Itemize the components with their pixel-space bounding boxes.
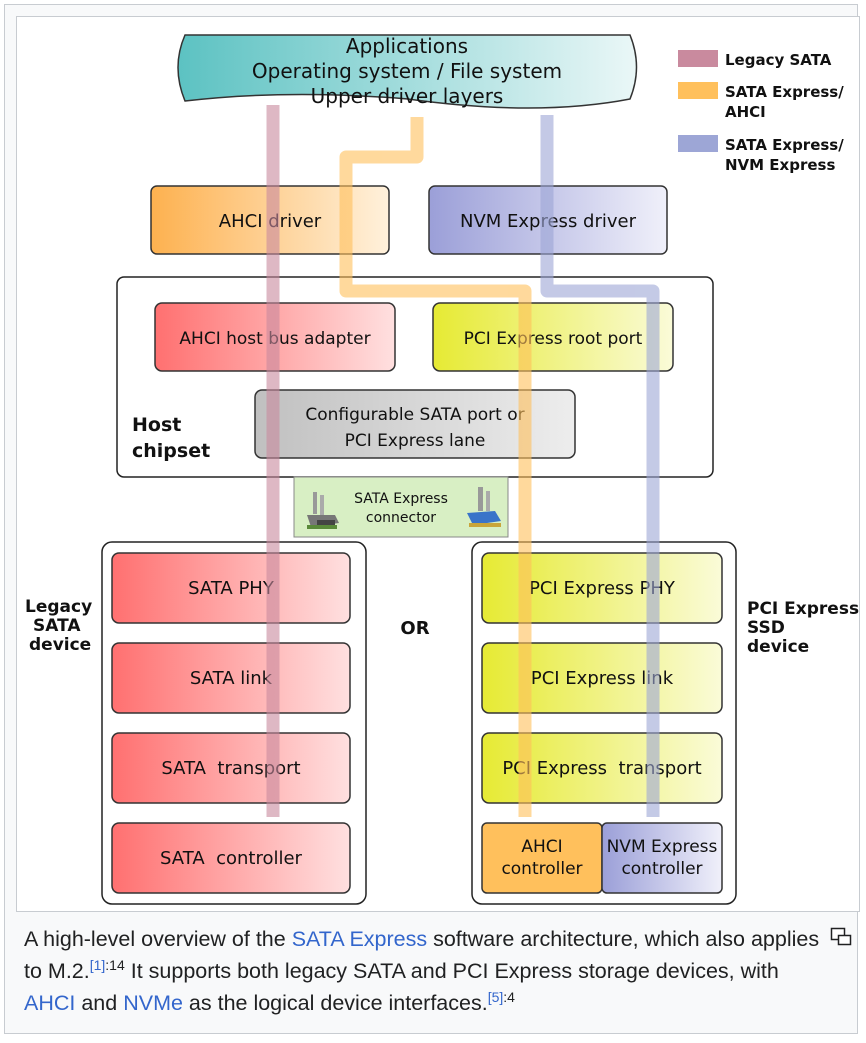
applications-box: Applications Operating system / File sys… (177, 34, 638, 109)
legend-swatch-ahci (678, 82, 718, 99)
ahci-controller-label-2: controller (501, 859, 582, 879)
applications-text: Applications (346, 34, 468, 58)
connector-label-2: connector (366, 510, 436, 526)
ref-5-link[interactable]: [5] (487, 988, 504, 1005)
link-ahci[interactable]: AHCI (24, 991, 76, 1015)
legacy-label-1: Legacy (25, 597, 92, 617)
link-sata-express[interactable]: SATA Express (291, 927, 428, 951)
os-text: Operating system / File system (252, 59, 562, 83)
config-port-label-2: PCI Express lane (345, 431, 486, 451)
pcie-ssd-device: PCI Express SSD device PCI Express PHY P… (471, 541, 859, 905)
pcie-label-2: SSD (747, 618, 785, 638)
caption-text-4: and (75, 991, 124, 1015)
nvme-controller-box (601, 822, 723, 894)
caption-text-5: as the logical device interfaces. (182, 991, 488, 1015)
legend-label-ahci-2: AHCI (725, 103, 766, 121)
link-nvme[interactable]: NVMe (123, 991, 183, 1015)
pcie-label-1: PCI Express (747, 599, 859, 619)
legacy-label-3: device (29, 635, 91, 655)
sata-controller-box (111, 822, 351, 894)
pcie-phy-box (481, 552, 723, 624)
config-port-box (254, 389, 576, 459)
caption-text-2: software architecture, which also applie… (24, 927, 820, 983)
legend: Legacy SATA SATA Express/ AHCI SATA Expr… (678, 50, 844, 174)
nvme-path (540, 115, 660, 817)
figure-caption: A high-level overview of the SATA Expres… (24, 923, 824, 1019)
legend-swatch-legacy (678, 50, 718, 67)
legacy-label-2: SATA (33, 616, 81, 636)
sata-link-label: SATA link (190, 668, 273, 689)
legend-label-legacy: Legacy SATA (725, 51, 832, 69)
or-label: OR (400, 618, 429, 639)
host-chipset: Host chipset AHCI host bus adapter PCI E… (116, 276, 714, 478)
config-port-label-1: Configurable SATA port or (305, 405, 524, 425)
connector-plug-right-icon (467, 487, 501, 527)
ref-5-page: :4 (503, 988, 515, 1005)
sata-phy-label: SATA PHY (188, 578, 275, 599)
caption-text-3: It supports both legacy SATA and PCI Exp… (124, 959, 779, 983)
connector-label-1: SATA Express (354, 491, 448, 507)
pcie-phy-label: PCI Express PHY (529, 578, 676, 599)
host-label-2: chipset (132, 440, 210, 462)
ahci-path (339, 117, 532, 817)
nvme-controller-label-1: NVM Express (607, 837, 718, 857)
magnify-clip-icon[interactable] (830, 927, 852, 947)
sata-transport-label: SATA transport (161, 758, 300, 779)
pcie-transport-box (481, 732, 723, 804)
legacy-sata-device: Legacy SATA device SATA PHY SATA link SA… (25, 541, 367, 905)
pcie-root-box (432, 302, 674, 372)
pcie-transport-label: PCI Express transport (502, 758, 701, 779)
legend-label-nvme-2: NVM Express (725, 156, 835, 174)
ref-1-link[interactable]: [1] (89, 956, 106, 973)
ahci-controller-box (481, 822, 603, 894)
sata-express-connector: SATA Express connector (293, 476, 509, 538)
legend-swatch-nvme (678, 135, 718, 152)
sata-link-box (111, 642, 351, 714)
sata-phy-box (111, 552, 351, 624)
legend-label-nvme-1: SATA Express/ (725, 136, 844, 154)
caption-text-1: A high-level overview of the (24, 927, 292, 951)
sata-controller-label: SATA controller (160, 848, 302, 869)
ref-1-page: :14 (105, 956, 125, 973)
host-label-1: Host (132, 414, 181, 436)
pcie-link-box (481, 642, 723, 714)
figure-frame: Applications Operating system / File sys… (4, 4, 860, 1034)
pcie-label-3: device (747, 637, 809, 657)
pcie-root-label: PCI Express root port (464, 329, 643, 349)
nvme-controller-label-2: controller (621, 859, 702, 879)
connector-plug-left-icon (307, 492, 339, 529)
sata-transport-box (111, 732, 351, 804)
ahci-controller-label-1: AHCI (521, 837, 562, 857)
legend-label-ahci-1: SATA Express/ (725, 83, 844, 101)
upper-driver-text: Upper driver layers (311, 84, 504, 108)
pcie-link-label: PCI Express link (531, 668, 674, 689)
diagram[interactable]: Applications Operating system / File sys… (16, 16, 860, 912)
